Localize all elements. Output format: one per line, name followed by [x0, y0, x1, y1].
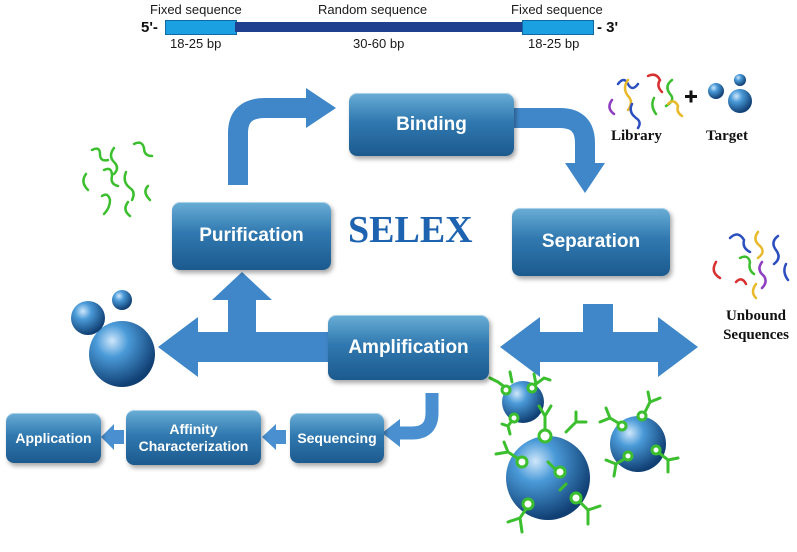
arrow-head-right-to-unbound — [658, 317, 698, 377]
library-strands — [608, 73, 684, 130]
unbound-strands — [712, 230, 790, 300]
random-sequence-label: Random sequence — [318, 2, 428, 17]
target-sphere — [89, 321, 155, 387]
five-prime-label: 5'- — [141, 19, 158, 36]
step-sequencing: Sequencing — [290, 413, 384, 463]
step-application: Application — [6, 413, 101, 463]
arrow-amplification-to-sequencing — [398, 393, 439, 440]
arrow-head-to-separation — [565, 163, 605, 193]
target-sphere — [728, 89, 752, 113]
random-segment — [235, 22, 522, 32]
target-sphere — [112, 290, 132, 310]
library-label: Library — [611, 128, 662, 144]
step-separation: Separation — [512, 208, 670, 276]
target-sphere — [71, 301, 105, 335]
arrow-affinity-to-application — [101, 424, 124, 450]
fixed-segment-3 — [522, 20, 594, 35]
arrow-head-left-to-amplification — [500, 317, 540, 377]
arrow-head-to-purification — [212, 272, 272, 300]
fixed-length-5-label: 18-25 bp — [170, 36, 222, 51]
target-label: Target — [706, 128, 748, 144]
step-amplification: Amplification — [328, 315, 489, 380]
purified-strands — [82, 141, 154, 218]
arrow-purification-to-binding — [228, 98, 308, 185]
arrow-head-to-target — [158, 317, 198, 377]
arrow-sequencing-to-affinity — [262, 424, 286, 450]
target-sphere — [734, 74, 746, 86]
bound-aptamers — [488, 370, 680, 534]
three-prime-label: - 3' — [597, 19, 619, 36]
step-binding: Binding — [349, 93, 514, 156]
arrow-left-shaft — [196, 332, 328, 362]
arrow-head-to-sequencing — [382, 419, 400, 447]
arrow-binding-to-separation — [514, 108, 595, 165]
step-purification: Purification — [172, 202, 331, 270]
bound-target-sphere — [506, 436, 590, 520]
fixed-sequence-5-label: Fixed sequence — [150, 2, 242, 17]
step-affinity-characterization: Affinity Characterization — [126, 410, 261, 465]
unbound-sequences-label: Unbound Sequences — [723, 308, 789, 343]
target-sphere — [708, 83, 724, 99]
arrow-up-shaft — [228, 298, 256, 334]
fixed-sequence-3-label: Fixed sequence — [511, 2, 603, 17]
selex-title: SELEX — [348, 209, 473, 251]
random-length-label: 30-60 bp — [353, 36, 405, 51]
fixed-length-3-label: 18-25 bp — [528, 36, 580, 51]
arrow-head-to-binding — [306, 88, 336, 128]
arrow-double-shaft — [538, 332, 660, 362]
